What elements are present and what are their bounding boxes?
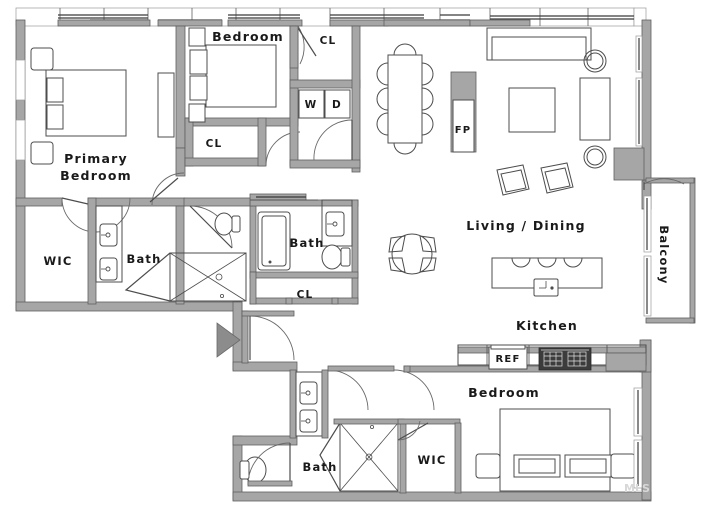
label-closet-bedroom-2-lower: CL: [206, 138, 223, 150]
exterior-walls: [15, 19, 696, 502]
bedroom3-bed: [499, 408, 611, 492]
primary-pillow-2: [46, 104, 64, 130]
bedroom2-nightstand-1: [188, 27, 206, 47]
primary-bath-wic-area: [87, 197, 247, 305]
hall-sink: [325, 211, 345, 237]
fireplace-firebox: [452, 99, 475, 153]
room-labels: Primary Bedroom Bedroom Bedroom Living /…: [43, 29, 671, 474]
hall-powder-area: [183, 197, 251, 249]
left-wall-windows: [15, 59, 26, 161]
armchair-right: [540, 162, 574, 194]
primary-sink-2: [99, 257, 118, 281]
label-primary-bedroom-line1: Primary: [64, 151, 128, 166]
side-table-lower: [583, 145, 607, 169]
entry-direction-marker: [216, 322, 241, 358]
bedroom-3-area: [403, 339, 652, 492]
label-closet-bedroom-2-upper: CL: [320, 35, 337, 47]
label-fireplace: FP: [455, 125, 472, 136]
b3-sink-1: [299, 381, 318, 405]
label-wic-bedroom-3: WIC: [417, 453, 446, 467]
dryer-unit: [324, 89, 351, 119]
bedroom2-nightstand-2: [188, 103, 206, 123]
sofa-top: [486, 27, 592, 61]
living-dining-area: [376, 27, 685, 275]
primary-shower: [169, 252, 247, 302]
bedroom2-pillow-2: [189, 75, 208, 101]
kitchen-range: [538, 347, 592, 371]
coffee-table: [508, 87, 556, 133]
hall-bathtub: [257, 211, 291, 271]
primary-pillow-1: [46, 77, 64, 103]
primary-vanity-counter: [95, 205, 123, 283]
bedroom3-nightstand-2: [610, 453, 636, 479]
label-wic-primary: WIC: [43, 254, 72, 268]
powder-toilet: [214, 212, 234, 236]
label-refrigerator: REF: [496, 354, 521, 365]
entry-corridor: [216, 310, 295, 364]
bedroom-2-area: [184, 25, 317, 167]
side-table-upper: [583, 49, 607, 73]
hall-toilet: [321, 244, 343, 270]
label-bath-primary: Bath: [126, 252, 161, 266]
bedroom3-bath-wic: [239, 365, 462, 494]
label-primary-bedroom-line2: Bedroom: [60, 168, 132, 183]
washer-unit: [298, 89, 325, 119]
armchair-left: [496, 164, 530, 196]
primary-nightstand-1: [30, 47, 54, 71]
top-window-band: [15, 7, 647, 27]
fixture-labels: FP W D REF: [305, 99, 521, 365]
label-living-dining: Living / Dining: [466, 218, 586, 233]
closet-laundry-area: [289, 25, 361, 173]
label-washer: W: [305, 99, 318, 111]
bedroom3-nightstand-1: [475, 453, 501, 479]
bedroom2-bed: [205, 44, 277, 108]
primary-sink-1: [99, 223, 118, 247]
hall-bath-area: [249, 193, 359, 305]
balcony-area: [643, 195, 652, 317]
round-table-group: [388, 233, 437, 275]
primary-nightstand-2: [30, 141, 54, 165]
label-kitchen: Kitchen: [516, 318, 578, 333]
label-dryer: D: [332, 99, 342, 111]
label-bedroom-2: Bedroom: [212, 29, 284, 44]
watermark: MLS: [624, 482, 650, 495]
dining-table: [387, 54, 423, 144]
kitchen-area: [403, 257, 647, 373]
label-bath-bedroom-3: Bath: [302, 460, 337, 474]
b3-sink-2: [299, 409, 318, 433]
primary-dresser: [157, 72, 175, 138]
label-bedroom-3: Bedroom: [468, 385, 540, 400]
bedroom2-pillow-1: [189, 49, 208, 75]
label-balcony: Balcony: [657, 225, 671, 284]
dining-chairs: [376, 43, 434, 155]
sofa-right: [579, 77, 611, 141]
label-closet-hall: CL: [297, 289, 314, 301]
label-bath-hall: Bath: [289, 236, 324, 250]
